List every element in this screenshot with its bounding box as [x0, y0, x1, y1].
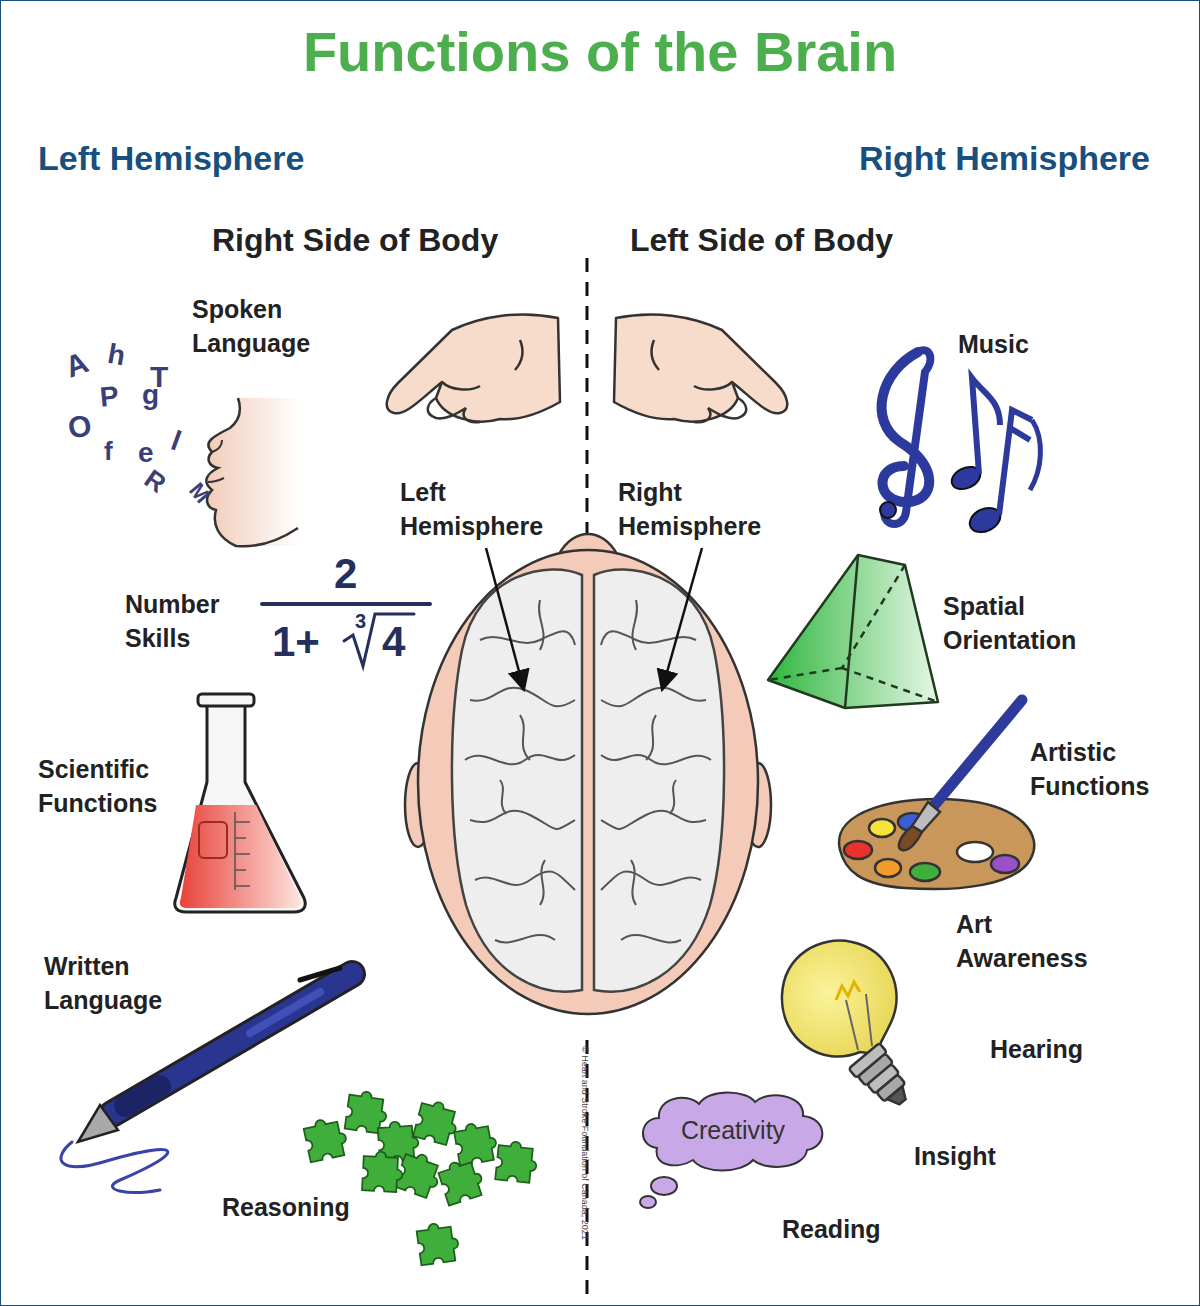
- math-symbol: 1+: [272, 620, 320, 664]
- math-symbol: 2: [334, 552, 357, 596]
- flask-icon: [175, 694, 306, 912]
- function-label: Reasoning: [222, 1190, 350, 1224]
- music-notes: [880, 350, 1040, 537]
- function-label: Insight: [914, 1139, 996, 1173]
- function-label: Spatial Orientation: [943, 589, 1108, 657]
- floating-letter: P: [99, 379, 121, 414]
- math-symbol: 3: [355, 610, 366, 632]
- floating-letter: O: [65, 408, 94, 446]
- function-label: Reading: [782, 1212, 881, 1246]
- node-text: Creativity: [681, 1116, 785, 1145]
- hand-icon: [614, 314, 787, 422]
- floating-letter: f: [104, 434, 113, 468]
- hand-icon: [387, 314, 560, 422]
- function-label: Art Awareness: [956, 907, 1111, 975]
- pointer-arrow: [486, 548, 702, 690]
- hemisphere-label: Left Hemisphere: [400, 475, 565, 543]
- brain-illustration: [405, 534, 771, 1014]
- face-profile: [206, 398, 300, 546]
- floating-letter: g: [142, 378, 159, 412]
- section-heading: Left Hemisphere: [38, 138, 304, 178]
- floating-letter: A: [61, 345, 93, 384]
- function-label: Number Skills: [125, 587, 250, 655]
- copyright-note: © Heart and Stroke Foundation of Canada,…: [579, 1046, 590, 1240]
- prism-shape: [768, 555, 938, 708]
- body-side-label: Right Side of Body: [212, 220, 498, 260]
- thought-bubble: [640, 1177, 677, 1208]
- puzzle-pieces: [303, 1090, 539, 1266]
- floating-letter: l: [166, 424, 185, 459]
- function-label: Artistic Functions: [1030, 735, 1175, 803]
- function-label: Scientific Functions: [38, 752, 183, 820]
- diagram-title: Functions of the Brain: [0, 18, 1200, 86]
- floating-letter: h: [105, 337, 128, 373]
- body-side-label: Left Side of Body: [630, 220, 893, 260]
- floating-letter: e: [138, 436, 154, 470]
- thought-cloud: Creativity: [637, 1088, 829, 1172]
- math-symbol: 4: [382, 620, 405, 664]
- lightbulb-icon: [782, 941, 918, 1115]
- function-label: Spoken Language: [192, 292, 342, 360]
- palette-icon: [839, 700, 1034, 889]
- hemisphere-label: Right Hemisphere: [618, 475, 788, 543]
- function-label: Music: [958, 327, 1029, 361]
- math-symbol: [262, 604, 430, 666]
- function-label: Written Language: [44, 949, 189, 1017]
- section-heading: Right Hemisphere: [859, 138, 1150, 178]
- function-label: Hearing: [990, 1032, 1083, 1066]
